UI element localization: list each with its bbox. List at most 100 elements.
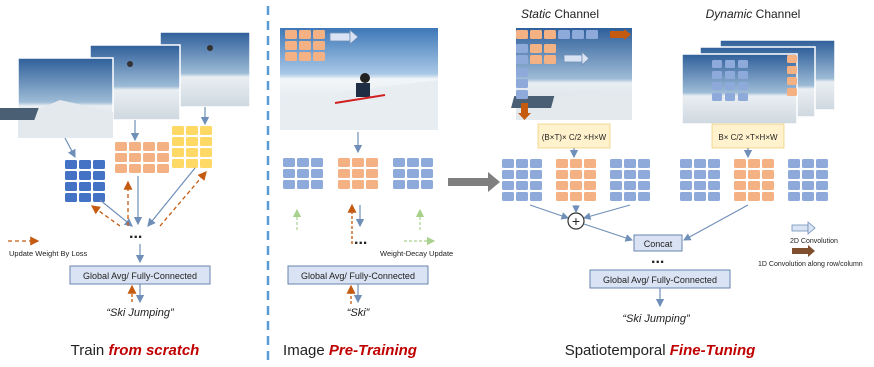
finetune-class-label: “Ski Jumping” xyxy=(622,313,691,325)
grid-cell xyxy=(787,55,797,63)
grid-cell xyxy=(624,159,636,168)
grid-cell xyxy=(570,170,582,179)
grid-cell xyxy=(530,192,542,201)
grid-cell xyxy=(200,148,212,157)
grid-cell xyxy=(502,159,514,168)
grid-cell xyxy=(157,153,169,162)
static-2d-arrow-icon xyxy=(563,54,583,63)
grid-cell xyxy=(65,160,77,169)
grid-cell xyxy=(297,169,309,178)
grid-cell xyxy=(788,170,800,179)
grid-cell xyxy=(285,30,297,39)
grid-cell xyxy=(712,93,722,101)
legend-update-weight: Update Weight By Loss xyxy=(9,249,87,258)
pretrain-caption: Image Pre-Training xyxy=(283,342,417,359)
grid-cell xyxy=(802,170,814,179)
grid-cell xyxy=(516,44,528,53)
grid-cell xyxy=(787,88,797,96)
grid-cell xyxy=(516,159,528,168)
grid-cell xyxy=(712,71,722,79)
grid-cell xyxy=(338,169,350,178)
grid-cell xyxy=(283,169,295,178)
grid-cell xyxy=(725,82,735,90)
scratch-photo-stack xyxy=(0,31,251,139)
grid-cell xyxy=(297,158,309,167)
grid-cell xyxy=(129,153,141,162)
grid-cell xyxy=(313,30,325,39)
grid-cell xyxy=(516,30,528,39)
static-1d-down-icon xyxy=(521,103,528,113)
pretrain-ellipsis: ... xyxy=(354,231,367,248)
grid-cell xyxy=(610,170,622,179)
grid-cell xyxy=(516,192,528,201)
legend-1d-icon xyxy=(792,248,808,254)
grid-cell xyxy=(570,159,582,168)
grid-cell xyxy=(680,181,692,190)
grid-cell xyxy=(502,170,514,179)
legend-1d-head-icon xyxy=(808,245,815,257)
grid-cell xyxy=(297,180,309,189)
grid-cell xyxy=(708,170,720,179)
grid-cell xyxy=(734,170,746,179)
pretrain-grid-blue-left xyxy=(283,158,323,189)
grid-cell xyxy=(313,41,325,50)
static-1d-down-head-icon xyxy=(518,113,531,120)
grid-cell xyxy=(556,192,568,201)
grid-cell xyxy=(638,159,650,168)
grid-cell xyxy=(115,164,127,173)
grid-cell xyxy=(816,192,828,201)
grid-cell xyxy=(734,192,746,201)
grid-cell xyxy=(79,182,91,191)
grid-cell xyxy=(186,137,198,146)
grid-cell xyxy=(734,181,746,190)
grid-cell xyxy=(725,71,735,79)
legend-1d-label: 1D Convolution along row/column xyxy=(758,261,863,268)
grid-cell xyxy=(708,181,720,190)
grid-cell xyxy=(572,30,584,39)
grid-cell xyxy=(407,158,419,167)
grid-cell xyxy=(694,192,706,201)
grid-cell xyxy=(734,159,746,168)
grid-cell xyxy=(516,79,528,88)
grid-cell xyxy=(393,158,405,167)
scratch-grid-yellow xyxy=(172,126,212,168)
grid-cell xyxy=(93,160,105,169)
grid-cell xyxy=(393,169,405,178)
dashed-backprop-yellow xyxy=(159,171,207,227)
grid-cell xyxy=(816,159,828,168)
grid-cell xyxy=(338,158,350,167)
arrow-dynamic-to-concat xyxy=(683,204,749,241)
grid-cell xyxy=(366,158,378,167)
grid-cell xyxy=(65,171,77,180)
finetune-ellipsis: ... xyxy=(651,250,664,267)
dynamic-channel-title: Dynamic Channel xyxy=(706,7,801,21)
grid-cell xyxy=(584,192,596,201)
grid-cell xyxy=(421,169,433,178)
grid-cell xyxy=(93,171,105,180)
arrow-static-right-to-sum xyxy=(582,204,631,220)
dashed-backprop-darkblue xyxy=(90,205,121,227)
static-1d-arrow-icon xyxy=(610,31,624,38)
grid-cell xyxy=(725,60,735,68)
grid-cell xyxy=(556,170,568,179)
grid-cell xyxy=(762,170,774,179)
grid-cell xyxy=(544,55,556,64)
arrow-photo-to-darkblue xyxy=(64,137,76,159)
arrow-yellow-to-dots xyxy=(147,167,196,227)
grid-cell xyxy=(352,180,364,189)
grid-cell xyxy=(79,171,91,180)
scratch-grid-darkblue xyxy=(65,160,105,202)
grid-cell xyxy=(285,41,297,50)
grid-cell xyxy=(407,169,419,178)
grid-cell xyxy=(311,169,323,178)
grid-cell xyxy=(530,159,542,168)
static-formula: (B×T)× C/2 ×H×W xyxy=(542,133,607,142)
grid-cell xyxy=(610,192,622,201)
grid-cell xyxy=(200,126,212,135)
pretrain-2d-arrow-head-icon xyxy=(349,29,359,45)
grid-cell xyxy=(748,192,760,201)
scratch-grid-orange xyxy=(115,142,169,173)
grid-cell xyxy=(157,142,169,151)
grid-cell xyxy=(200,159,212,168)
grid-cell xyxy=(93,193,105,202)
